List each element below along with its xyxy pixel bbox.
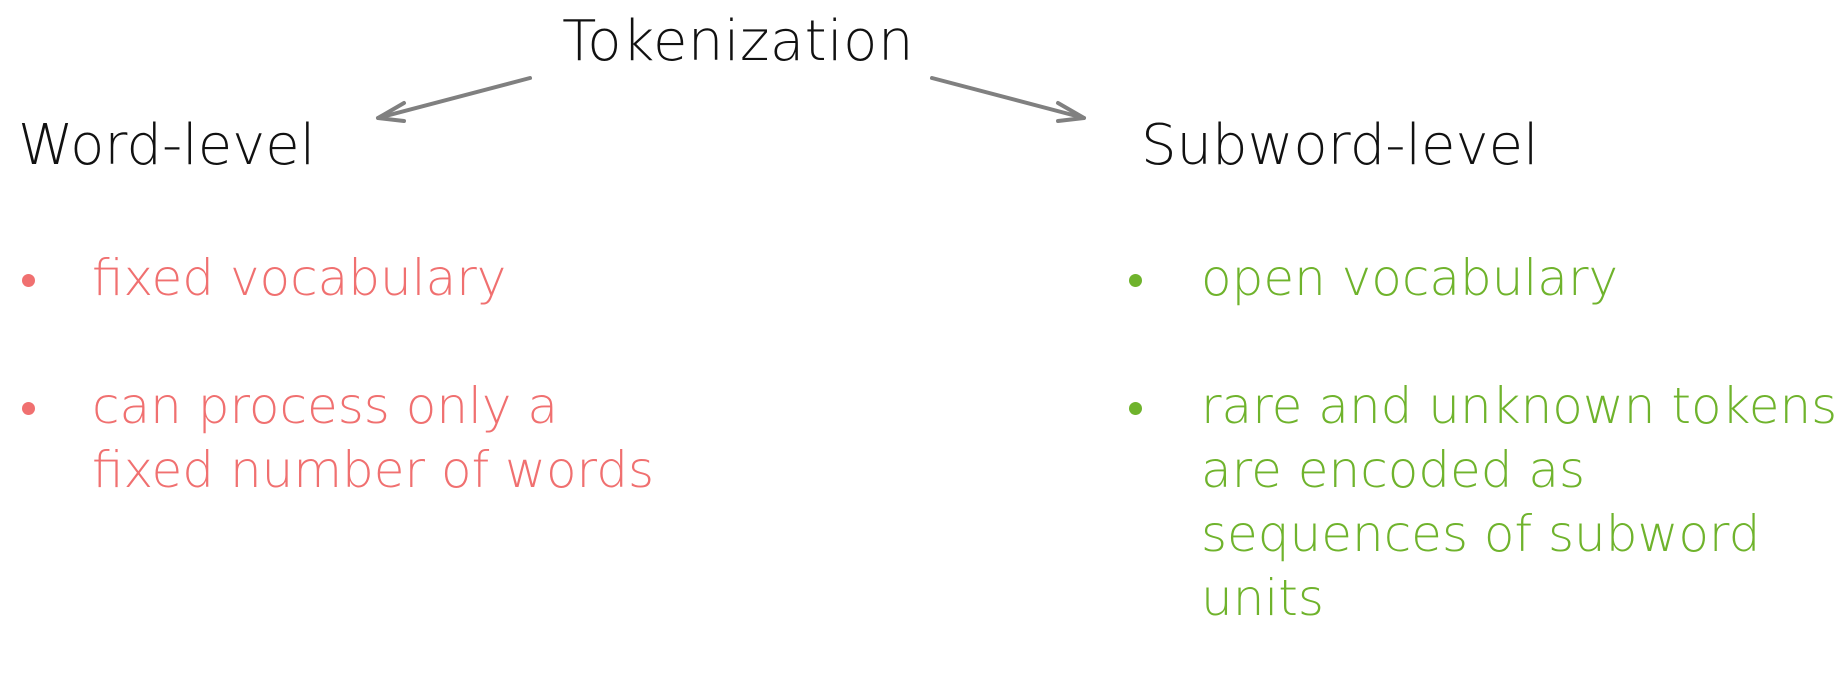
bullet-dot-icon	[22, 402, 35, 415]
bullet-dot-icon	[22, 274, 35, 287]
bullet-dot-icon	[1129, 402, 1142, 415]
list-item: open vocabulary	[1125, 246, 1841, 310]
diagram-title: Tokenization	[562, 9, 914, 74]
word-level-heading: Word-level	[18, 113, 316, 178]
subword-level-heading: Subword-level	[1141, 113, 1539, 178]
list-item: rare and unknown tokens are encoded as s…	[1125, 374, 1841, 630]
word-level-list: fixed vocabulary can process only a fixe…	[18, 246, 818, 566]
list-item-text: fixed vocabulary	[92, 249, 507, 307]
list-item: fixed vocabulary	[18, 246, 818, 310]
arrow-to-word-level	[376, 76, 532, 123]
arrows	[376, 76, 1086, 123]
list-item-text: rare and unknown tokens are encoded as s…	[1201, 377, 1838, 627]
subword-level-list: open vocabulary rare and unknown tokens …	[1125, 246, 1841, 694]
bullet-dot-icon	[1129, 274, 1142, 287]
list-item: can process only a fixed number of words	[18, 374, 692, 502]
list-item-text: open vocabulary	[1201, 249, 1619, 307]
arrow-to-subword-level	[930, 76, 1086, 123]
list-item-text: can process only a fixed number of words	[92, 377, 655, 499]
